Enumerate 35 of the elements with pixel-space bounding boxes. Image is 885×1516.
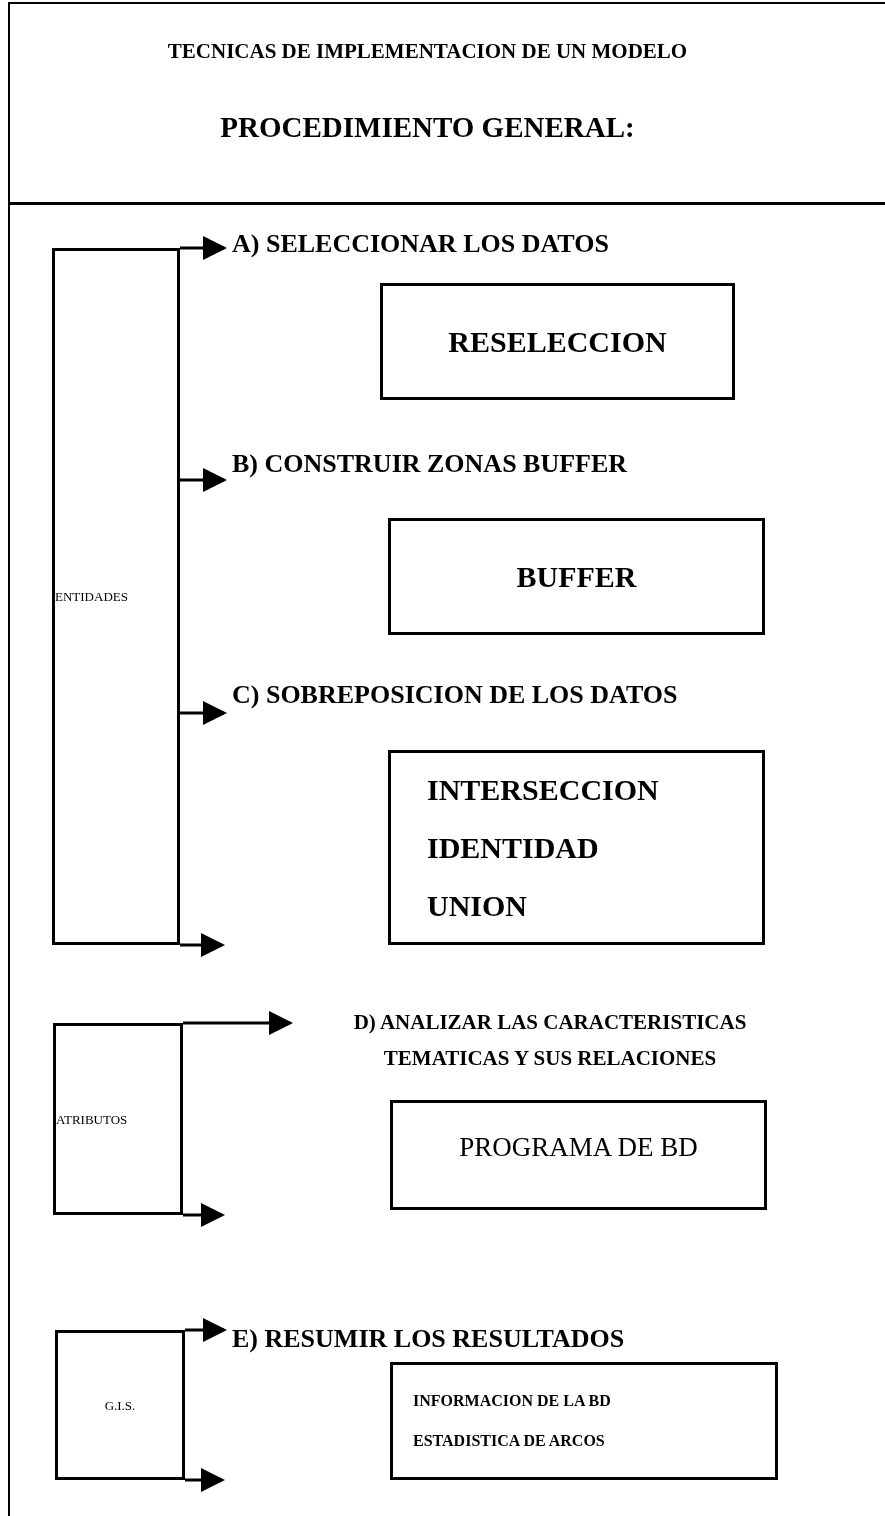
category-label: G.I.S.	[104, 1398, 136, 1412]
arrow	[185, 1318, 227, 1342]
category-label: ATRIBUTOS	[56, 1112, 128, 1126]
step-title: C) SOBREPOSICION DE LOS DATOS	[232, 678, 678, 711]
process-box	[390, 1362, 778, 1480]
arrow	[180, 468, 227, 492]
process-box	[390, 1100, 767, 1210]
box-text: BUFFER	[516, 559, 637, 595]
step-title: A) SELECCIONAR LOS DATOS	[232, 227, 609, 260]
arrow	[183, 1011, 293, 1035]
arrow	[180, 933, 225, 957]
operation-label: IDENTIDAD	[427, 829, 600, 866]
operation-label: INTERSECCION	[427, 771, 660, 808]
process-box	[388, 750, 765, 945]
operation-label: UNION	[427, 887, 528, 924]
box-text: RESELECCION	[448, 324, 667, 360]
arrow	[180, 701, 227, 725]
box-text: PROGRAMA DE BD	[459, 1131, 698, 1164]
box-text: ESTADISTICA DE ARCOS	[413, 1431, 606, 1451]
step-title: D) ANALIZAR LAS CARACTERISTICAS TEMATICAS Y SUS RELACIONES	[352, 1009, 748, 1072]
arrow	[180, 236, 227, 260]
process-box	[380, 283, 735, 400]
step-title: B) CONSTRUIR ZONAS BUFFER	[232, 447, 628, 480]
category-box	[55, 1330, 185, 1480]
process-box	[388, 518, 765, 635]
arrow	[183, 1203, 225, 1227]
header-text: TECNICAS DE IMPLEMENTACION DE UN MODELO	[167, 38, 688, 65]
category-box	[53, 1023, 183, 1215]
category-label: ENTIDADES	[55, 590, 128, 603]
header-box	[8, 2, 885, 205]
header-text: PROCEDIMIENTO GENERAL:	[220, 109, 635, 145]
box-text: INFORMACION DE LA BD	[413, 1391, 612, 1411]
category-box	[52, 248, 180, 945]
step-title: E) RESUMIR LOS RESULTADOS	[232, 1322, 625, 1355]
arrow	[185, 1468, 225, 1492]
